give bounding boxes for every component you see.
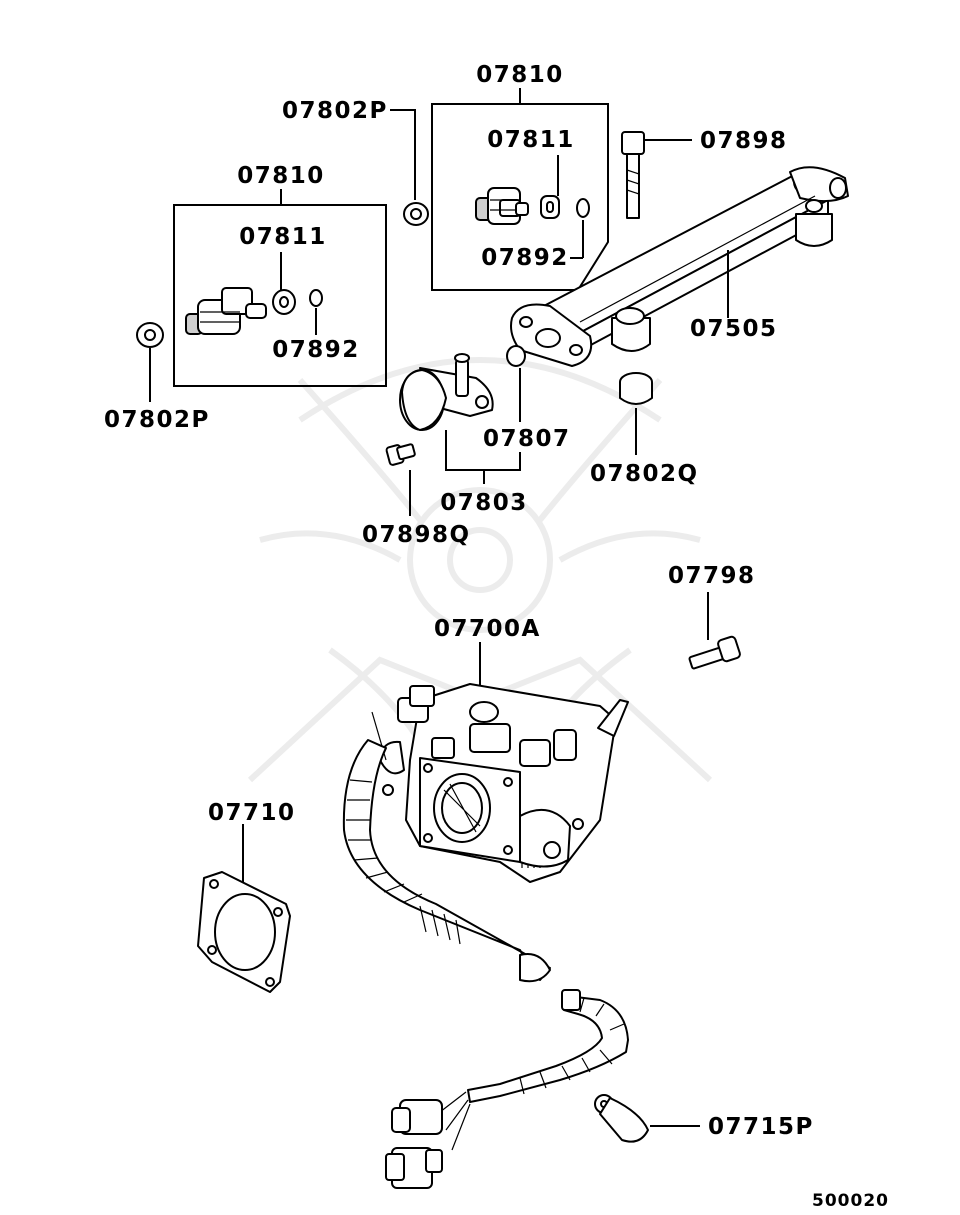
throttle-body: 07700A [371, 616, 629, 883]
regulator-bolt: 07898Q [362, 443, 471, 548]
label-07802q: 07802Q [590, 461, 699, 487]
label-07892-left: 07892 [272, 337, 360, 363]
throttle-bolt: 07798 [668, 563, 756, 670]
reference-code: 500020 [812, 1191, 889, 1210]
label-07802p-top: 07802P [282, 98, 388, 124]
bolt-icon [385, 443, 416, 466]
throttle-body-icon [371, 683, 629, 883]
label-07710: 07710 [208, 800, 296, 826]
insulator-block-icon [619, 372, 653, 405]
injector-group-left: 07810 07811 07892 [173, 163, 387, 387]
bolt-icon [688, 635, 741, 670]
bolt-top: 07898 [621, 128, 788, 219]
label-07811-left: 07811 [239, 224, 327, 250]
injector-icon [475, 187, 529, 225]
label-07811-right: 07811 [487, 127, 575, 153]
fuel-rail-icon [510, 166, 849, 367]
label-07802p-left: 07802P [104, 407, 210, 433]
wiring-harness [342, 739, 629, 1189]
gasket-icon [197, 871, 291, 993]
label-07898q: 07898Q [362, 522, 471, 548]
o-ring-icon [576, 198, 590, 218]
wiring-harness-icon [342, 739, 629, 1189]
insulator-rail: 07802Q [590, 372, 699, 487]
bolt-icon [621, 131, 645, 219]
label-07898: 07898 [700, 128, 788, 154]
label-07807: 07807 [483, 426, 571, 452]
pressure-regulator-icon [399, 353, 494, 431]
label-07810-left: 07810 [237, 163, 325, 189]
insulator-left: 07802P [104, 322, 210, 433]
injector-group-right: 07810 07811 07892 [431, 62, 609, 291]
label-07803: 07803 [440, 490, 528, 516]
harness-clip: 07715P [594, 1094, 814, 1143]
label-07798: 07798 [668, 563, 756, 589]
fuel-rail: 07505 [510, 166, 849, 367]
label-07505: 07505 [690, 316, 778, 342]
label-07700a: 07700A [434, 616, 541, 642]
label-07892-right: 07892 [481, 245, 569, 271]
clip-icon [594, 1094, 649, 1143]
group-box-right [431, 103, 609, 291]
pressure-regulator: 07807 07803 [399, 345, 571, 516]
o-ring-icon [309, 289, 323, 307]
label-07715p: 07715P [708, 1114, 814, 1140]
label-07810-right: 07810 [476, 62, 564, 88]
o-ring-icon [506, 345, 526, 367]
gasket: 07710 [197, 800, 296, 993]
insulator-top: 07802P [282, 98, 429, 226]
injector-icon [185, 287, 267, 335]
